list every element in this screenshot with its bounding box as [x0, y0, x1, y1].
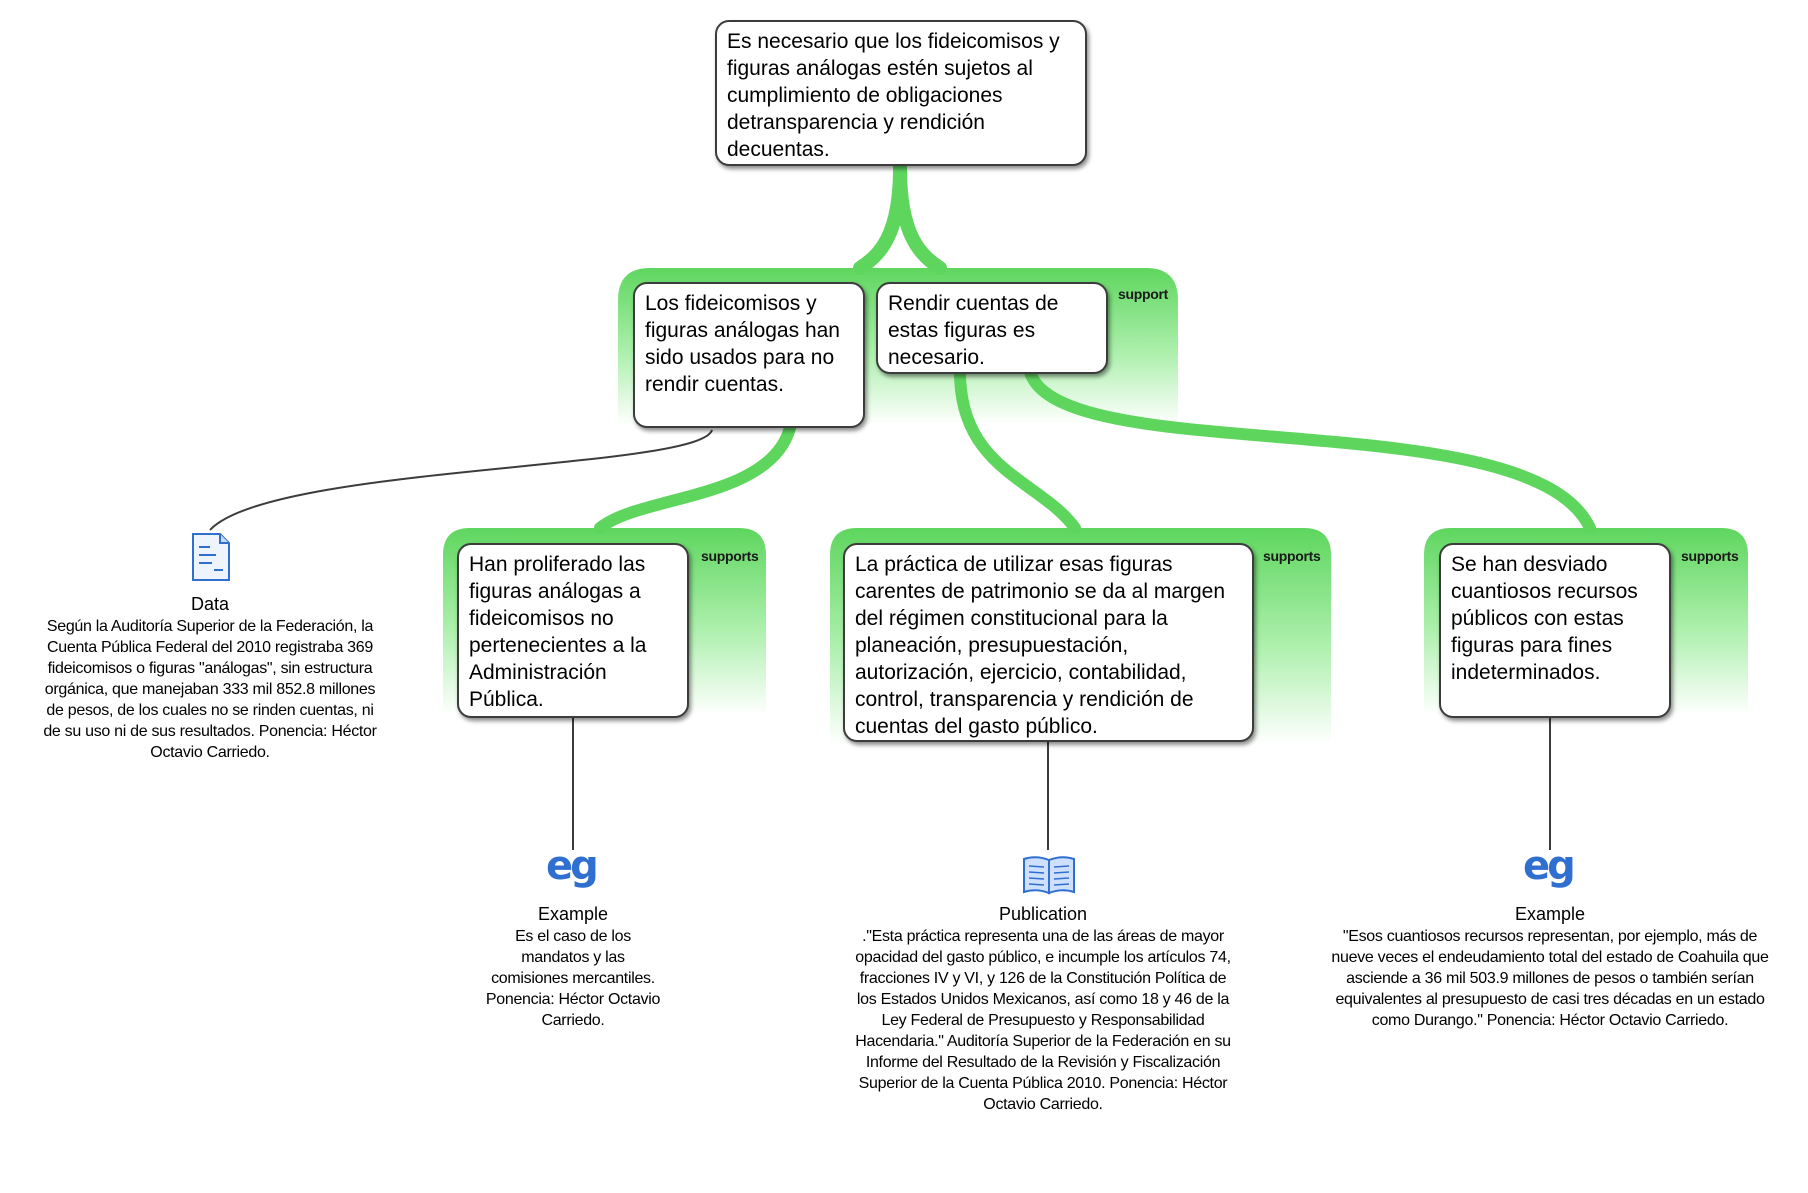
evidence-data[interactable]: Data Según la Auditoría Superior de la F…	[40, 592, 380, 763]
main-claim[interactable]: Es necesario que los fideicomisos y figu…	[715, 20, 1087, 166]
evidence-example[interactable]: Example Es el caso de los mandatos y las…	[463, 902, 683, 1031]
svg-text:eg: eg	[1523, 845, 1573, 889]
support-tag: support	[1118, 286, 1169, 302]
eg-icon: eg	[544, 843, 606, 894]
eg-icon: eg	[1521, 843, 1583, 894]
evidence-title: Example	[537, 904, 609, 924]
evidence-example[interactable]: Example "Esos cuantiosos recursos repres…	[1320, 902, 1780, 1031]
evidence-title: Publication	[998, 904, 1088, 924]
premise-node[interactable]: Han proliferado las figuras análogas a f…	[457, 543, 689, 718]
evidence-title: Data	[190, 594, 230, 614]
evidence-text: "Esos cuantiosos recursos representan, p…	[1331, 928, 1769, 1029]
support-tag: supports	[701, 548, 759, 564]
premise-node[interactable]: Los fideicomisos y figuras análogas han …	[633, 282, 865, 428]
support-tag: supports	[1263, 548, 1321, 564]
premise-node[interactable]: Se han desviado cuantiosos recursos públ…	[1439, 543, 1671, 718]
evidence-text: Es el caso de los mandatos y las comisio…	[485, 928, 661, 1029]
support-link-reason-3	[1024, 366, 1596, 534]
support-link-reason-2	[954, 366, 1081, 534]
evidence-title: Example	[1514, 904, 1586, 924]
support-link-claim-b	[893, 161, 947, 275]
svg-text:eg: eg	[546, 845, 596, 889]
data-document-icon	[190, 532, 232, 587]
premise-node[interactable]: Rendir cuentas de estas figuras es neces…	[876, 282, 1108, 374]
open-book-icon	[1021, 853, 1077, 900]
support-tag: supports	[1681, 548, 1739, 564]
support-link-reason-1	[594, 422, 796, 534]
evidence-link-data	[209, 429, 713, 531]
premise-node[interactable]: La práctica de utilizar esas figuras car…	[843, 543, 1254, 742]
evidence-publication[interactable]: Publication ."Esta práctica representa u…	[843, 902, 1243, 1115]
evidence-text: Según la Auditoría Superior de la Federa…	[43, 618, 377, 761]
evidence-text: ."Esta práctica representa una de las ár…	[855, 928, 1231, 1113]
